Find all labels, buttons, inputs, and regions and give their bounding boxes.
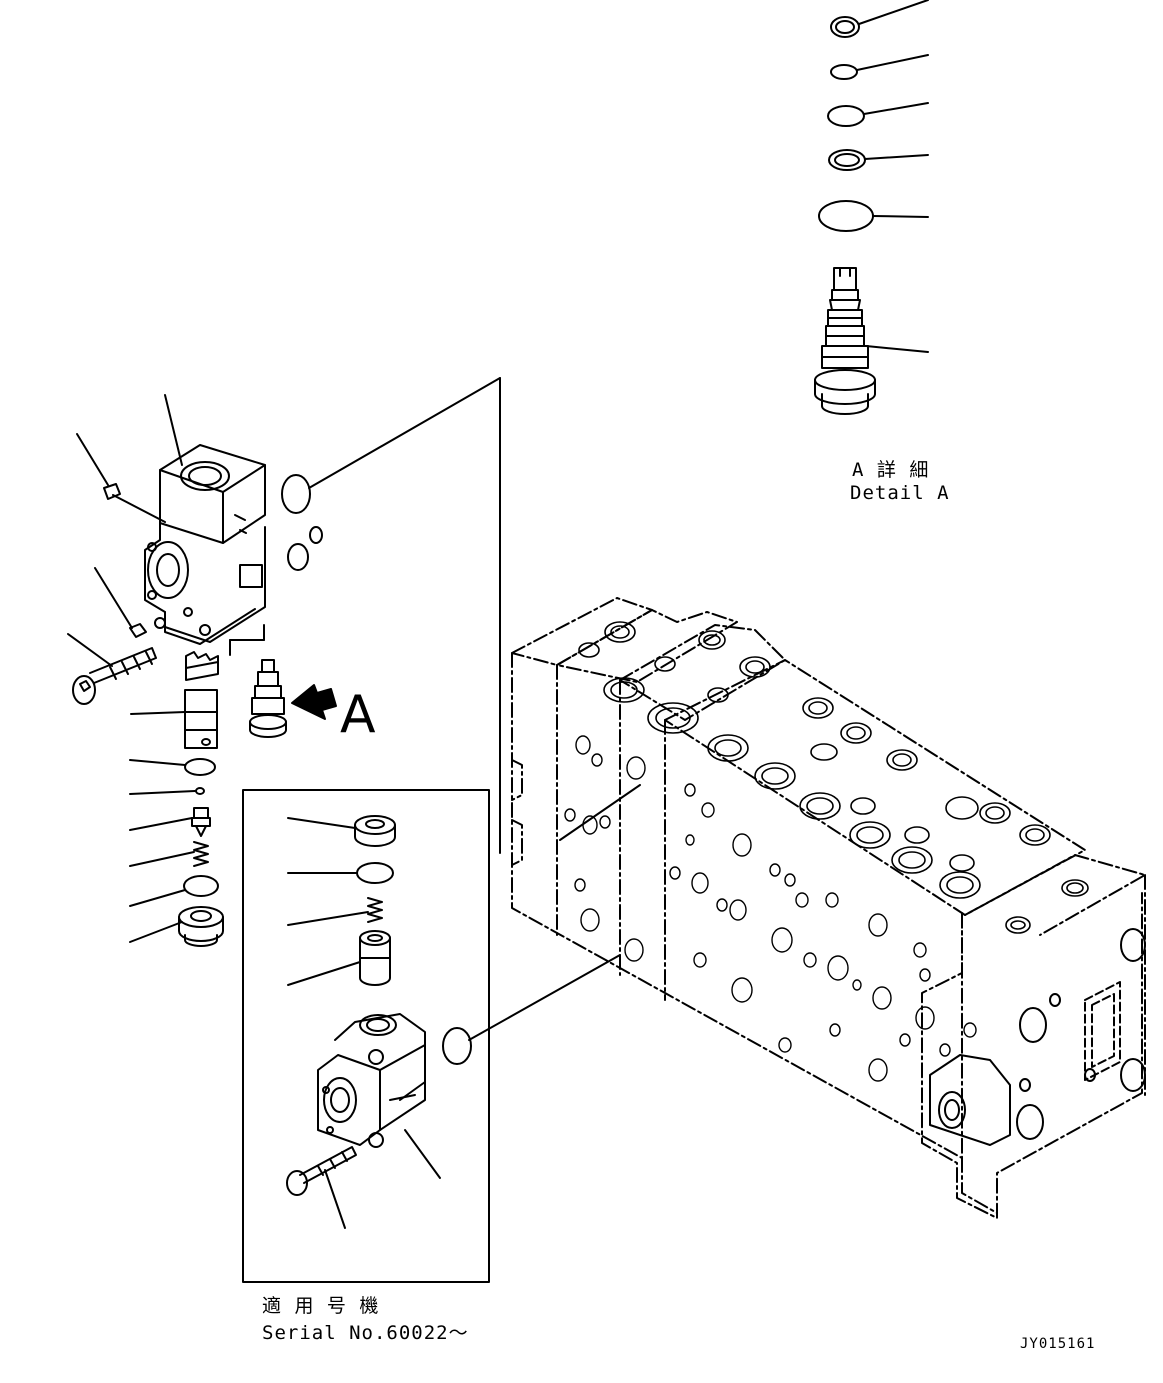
o-ring-icon [129,875,219,907]
detail-a-o-ring-icon [827,102,929,127]
plug-icon [103,483,166,523]
drawing-id: JY015161 [1020,1336,1096,1352]
valve-section-assembly [67,377,501,947]
piston-icon [287,930,391,986]
o-ring-icon [309,526,323,544]
poppet-icon [129,807,211,837]
o-ring-icon [287,543,309,571]
detail-a-title-en: Detail A [850,482,950,504]
spring-icon [129,841,209,867]
serial-number-text: Serial No.60022～ [262,1322,469,1344]
spool-icon [130,651,219,749]
detail-a-o-ring-icon [818,200,929,232]
spring-icon [287,897,383,926]
o-ring-icon [287,862,394,884]
detail-a-o-ring-icon [830,54,929,80]
detail-a-backup-ring-icon [828,149,929,171]
o-ring-icon [281,377,501,854]
o-ring-icon [129,758,216,776]
bolt-icon [286,1146,357,1229]
serial-title-jp: 適 用 号 機 [262,1295,380,1317]
block-ports [578,621,1089,934]
o-ring-icon [442,954,621,1065]
valve-body-icon [144,444,266,645]
plug-icon [129,906,224,947]
relief-valve-icon [249,659,287,738]
control-valve-block [511,597,1146,1219]
block-front-holes [564,735,977,1082]
detail-a-group [814,0,929,415]
detail-a-title-jp: A 詳 細 [852,459,930,481]
view-callout-letter: A [340,685,376,745]
valve-body-icon [317,1013,441,1179]
detail-a-valve-cartridge-icon [814,267,929,415]
view-arrow-icon [291,684,337,720]
end-cap [929,928,1146,1146]
plug-icon [287,815,396,847]
ball-icon [129,787,205,795]
bolt-icon [67,633,157,705]
detail-a-backup-ring-icon [830,0,929,38]
nut-icon [94,567,147,638]
serial-variant-box [242,789,490,1283]
